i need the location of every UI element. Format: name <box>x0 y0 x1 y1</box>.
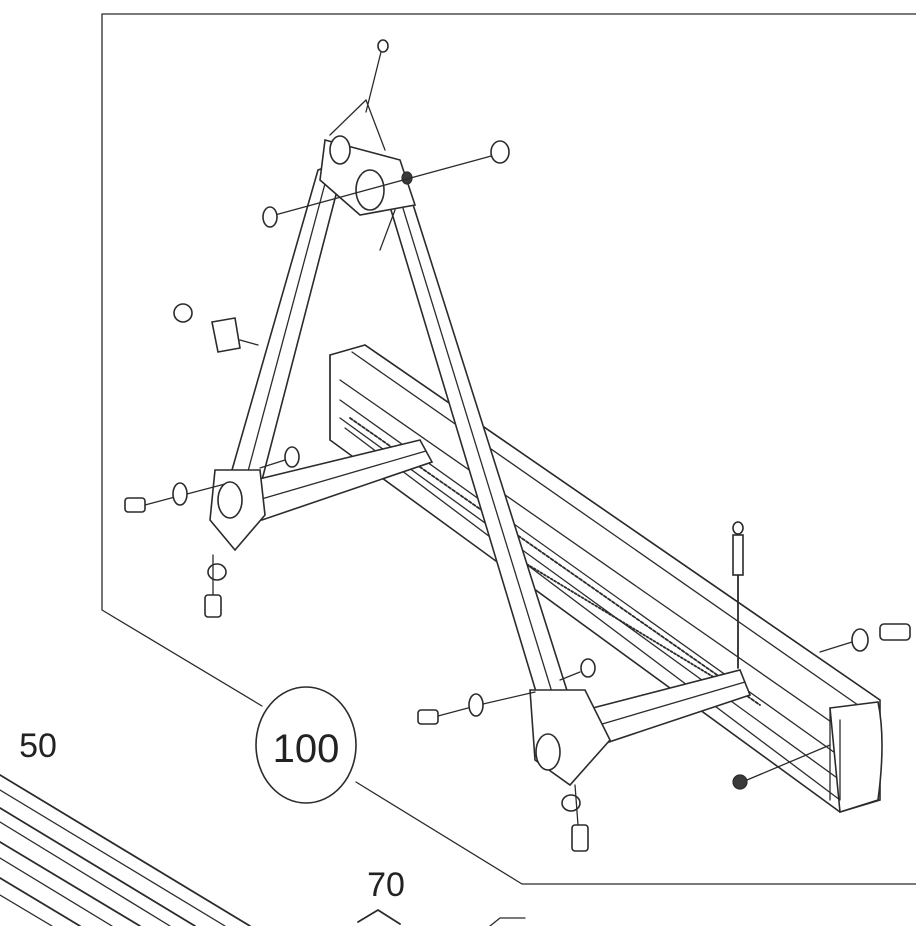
foot-block-right <box>529 689 611 787</box>
partial-rail-50 <box>0 774 251 926</box>
callout-50-label: 50 <box>19 727 57 765</box>
callout-100-label: 100 <box>273 727 340 771</box>
fasteners <box>124 39 911 852</box>
foot-block-left <box>209 469 266 552</box>
partial-part-70 <box>357 909 526 926</box>
callout-70-label: 70 <box>367 866 405 904</box>
callout-100: 100 <box>255 686 357 804</box>
frame-leg-left <box>231 158 347 482</box>
detail-panel-border <box>101 13 916 885</box>
